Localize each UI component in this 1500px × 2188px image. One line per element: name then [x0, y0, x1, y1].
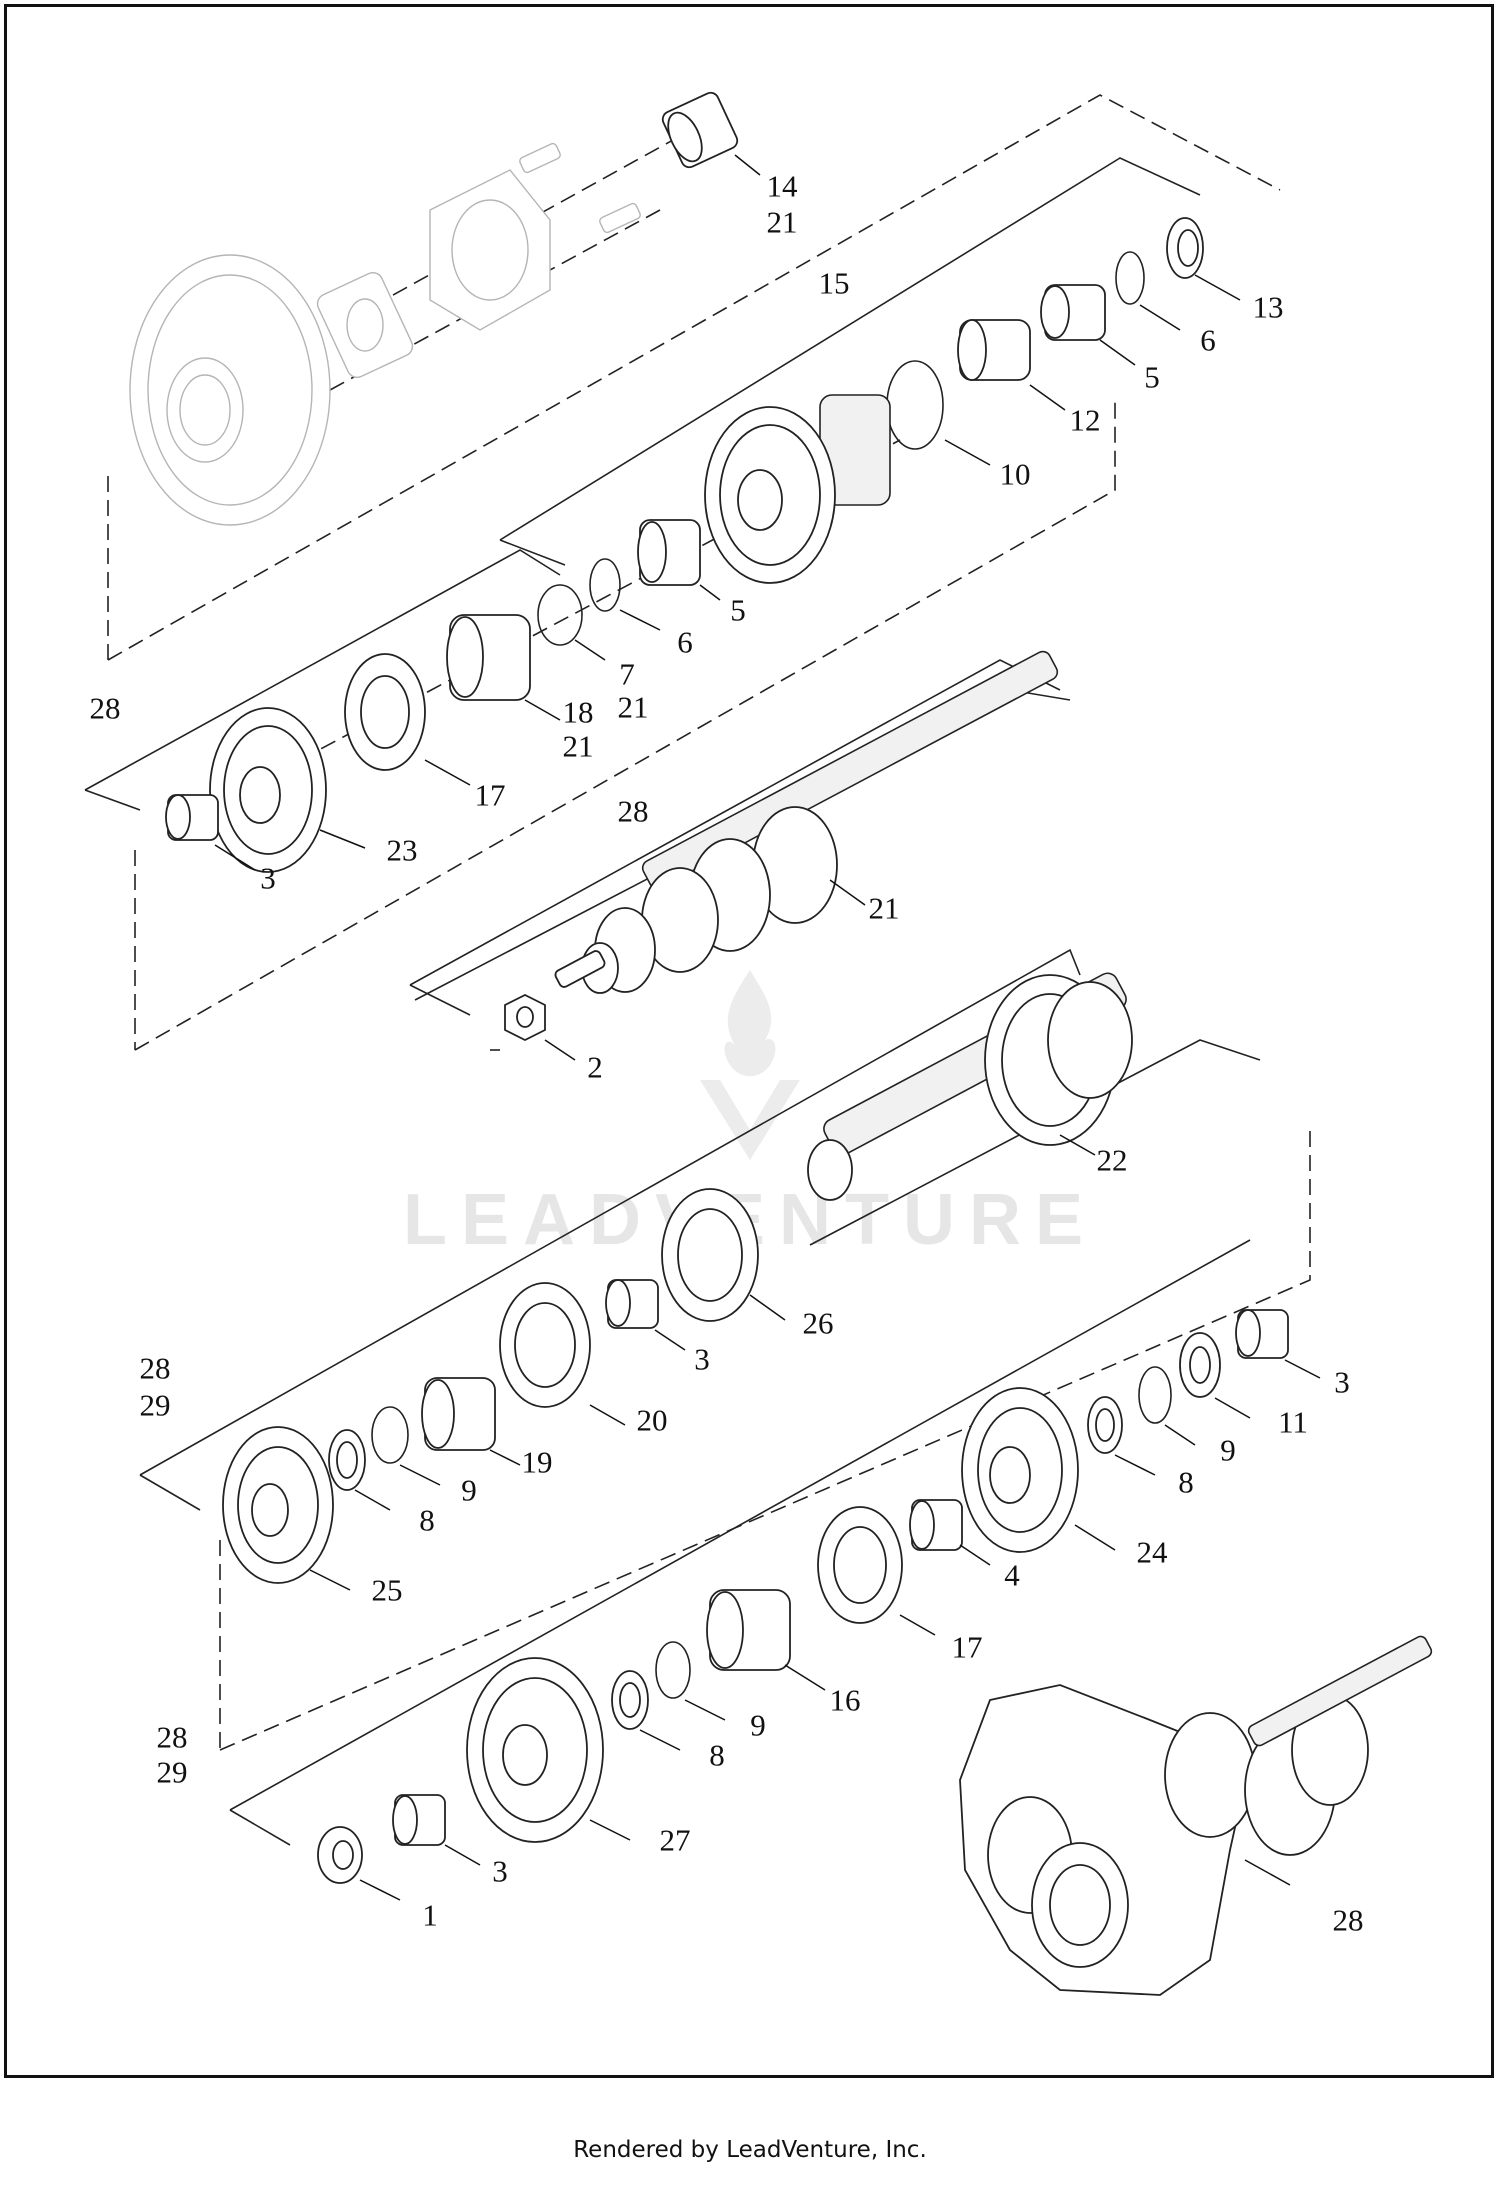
bearing-4 [909, 1499, 963, 1551]
callout-17: 17 [951, 1629, 983, 1665]
callout-8: 8 [1178, 1464, 1194, 1500]
callout-18: 18 [562, 694, 594, 730]
callout-28: 28 [1332, 1902, 1364, 1938]
retaining-ring-6-lower [589, 558, 621, 612]
helical-gear-15 [704, 394, 891, 584]
ring-7 [537, 584, 583, 646]
bearing-5-lower [637, 519, 701, 586]
shift-dog-17-upper [344, 653, 426, 771]
callout-24: 24 [1136, 1534, 1168, 1570]
countershaft-22 [807, 972, 1133, 1201]
callout-9: 9 [461, 1472, 477, 1508]
callout-21: 21 [868, 890, 900, 926]
callout-9: 9 [1220, 1432, 1236, 1468]
callout-14: 14 [766, 168, 798, 204]
callout-3: 3 [694, 1341, 710, 1377]
callout-4: 4 [1004, 1557, 1020, 1593]
ring-9-lower [655, 1641, 691, 1699]
ring-9-left [371, 1406, 409, 1464]
callout-21: 21 [562, 728, 594, 764]
callout-28: 28 [89, 690, 121, 726]
sleeve-19 [421, 1377, 496, 1451]
bearing-5-upper [1040, 284, 1106, 341]
callout-25: 25 [371, 1572, 403, 1608]
callout-27: 27 [659, 1822, 691, 1858]
callout-16: 16 [829, 1682, 861, 1718]
gear-27 [466, 1657, 604, 1843]
retaining-ring-6-upper [1115, 251, 1145, 305]
gear-24 [961, 1387, 1079, 1553]
callout-17: 17 [474, 777, 506, 813]
transmission-assembly-28 [959, 1635, 1433, 1996]
bearing-3-middle [605, 1279, 659, 1329]
callout-7: 7 [619, 656, 635, 692]
bearing-3-upper-left [165, 794, 219, 841]
callout-11: 11 [1278, 1404, 1308, 1440]
callout-6: 6 [1200, 322, 1216, 358]
callout-6: 6 [677, 624, 693, 660]
callout-21: 21 [617, 689, 649, 725]
ring-10 [886, 360, 944, 450]
callout-29: 29 [139, 1387, 171, 1423]
callout-28: 28 [617, 793, 649, 829]
callout-8: 8 [709, 1737, 725, 1773]
callout-23: 23 [386, 832, 418, 868]
callout-19: 19 [521, 1444, 553, 1480]
callout-20: 20 [636, 1402, 668, 1438]
gear-25 [222, 1426, 334, 1584]
callout-1: 1 [422, 1897, 438, 1933]
callout-9: 9 [750, 1707, 766, 1743]
callout-13: 13 [1252, 289, 1284, 325]
bushing-12 [957, 319, 1031, 381]
render-credit: Rendered by LeadVenture, Inc. [573, 2137, 927, 2163]
diagram-frame [4, 4, 1494, 2078]
shift-dog-20 [499, 1282, 591, 1408]
callout-10: 10 [999, 456, 1031, 492]
callout-22: 22 [1096, 1142, 1128, 1178]
washer-8-right [1087, 1396, 1123, 1454]
mainshaft-21 [554, 650, 1059, 994]
callout-21: 21 [766, 204, 798, 240]
callout-28: 28 [156, 1719, 188, 1755]
ghost-sprocket-assembly [129, 142, 641, 526]
callout-leader-lines [214, 154, 1321, 1901]
nut-2 [504, 993, 546, 1042]
seal-13 [1166, 217, 1204, 279]
gear-23 [209, 707, 327, 873]
leadventure-logo-watermark [700, 970, 800, 1160]
callout-2: 2 [587, 1049, 603, 1085]
washer-8-left [328, 1429, 366, 1491]
callout-15: 15 [818, 265, 850, 301]
callout-3: 3 [260, 860, 276, 896]
callout-29: 29 [156, 1754, 188, 1790]
assembly-guide-lines [84, 94, 1311, 1846]
gear-26 [661, 1188, 759, 1322]
callout-5: 5 [730, 592, 746, 628]
bearing-3-right [1235, 1309, 1289, 1359]
bushing-14 [661, 91, 739, 169]
callout-28: 28 [139, 1350, 171, 1386]
bearing-3-lower [392, 1794, 446, 1846]
callout-5: 5 [1144, 359, 1160, 395]
callout-26: 26 [802, 1305, 834, 1341]
callout-8: 8 [419, 1502, 435, 1538]
washer-11 [1179, 1332, 1221, 1398]
callout-3: 3 [1334, 1364, 1350, 1400]
shift-dog-17-lower [817, 1506, 903, 1624]
sleeve-18 [446, 614, 531, 701]
callout-3: 3 [492, 1853, 508, 1889]
ring-9-right [1138, 1366, 1172, 1424]
sleeve-16 [706, 1589, 791, 1671]
washer-8-lower [611, 1670, 649, 1730]
callout-12: 12 [1069, 402, 1101, 438]
thrust-washer-1 [317, 1826, 363, 1884]
